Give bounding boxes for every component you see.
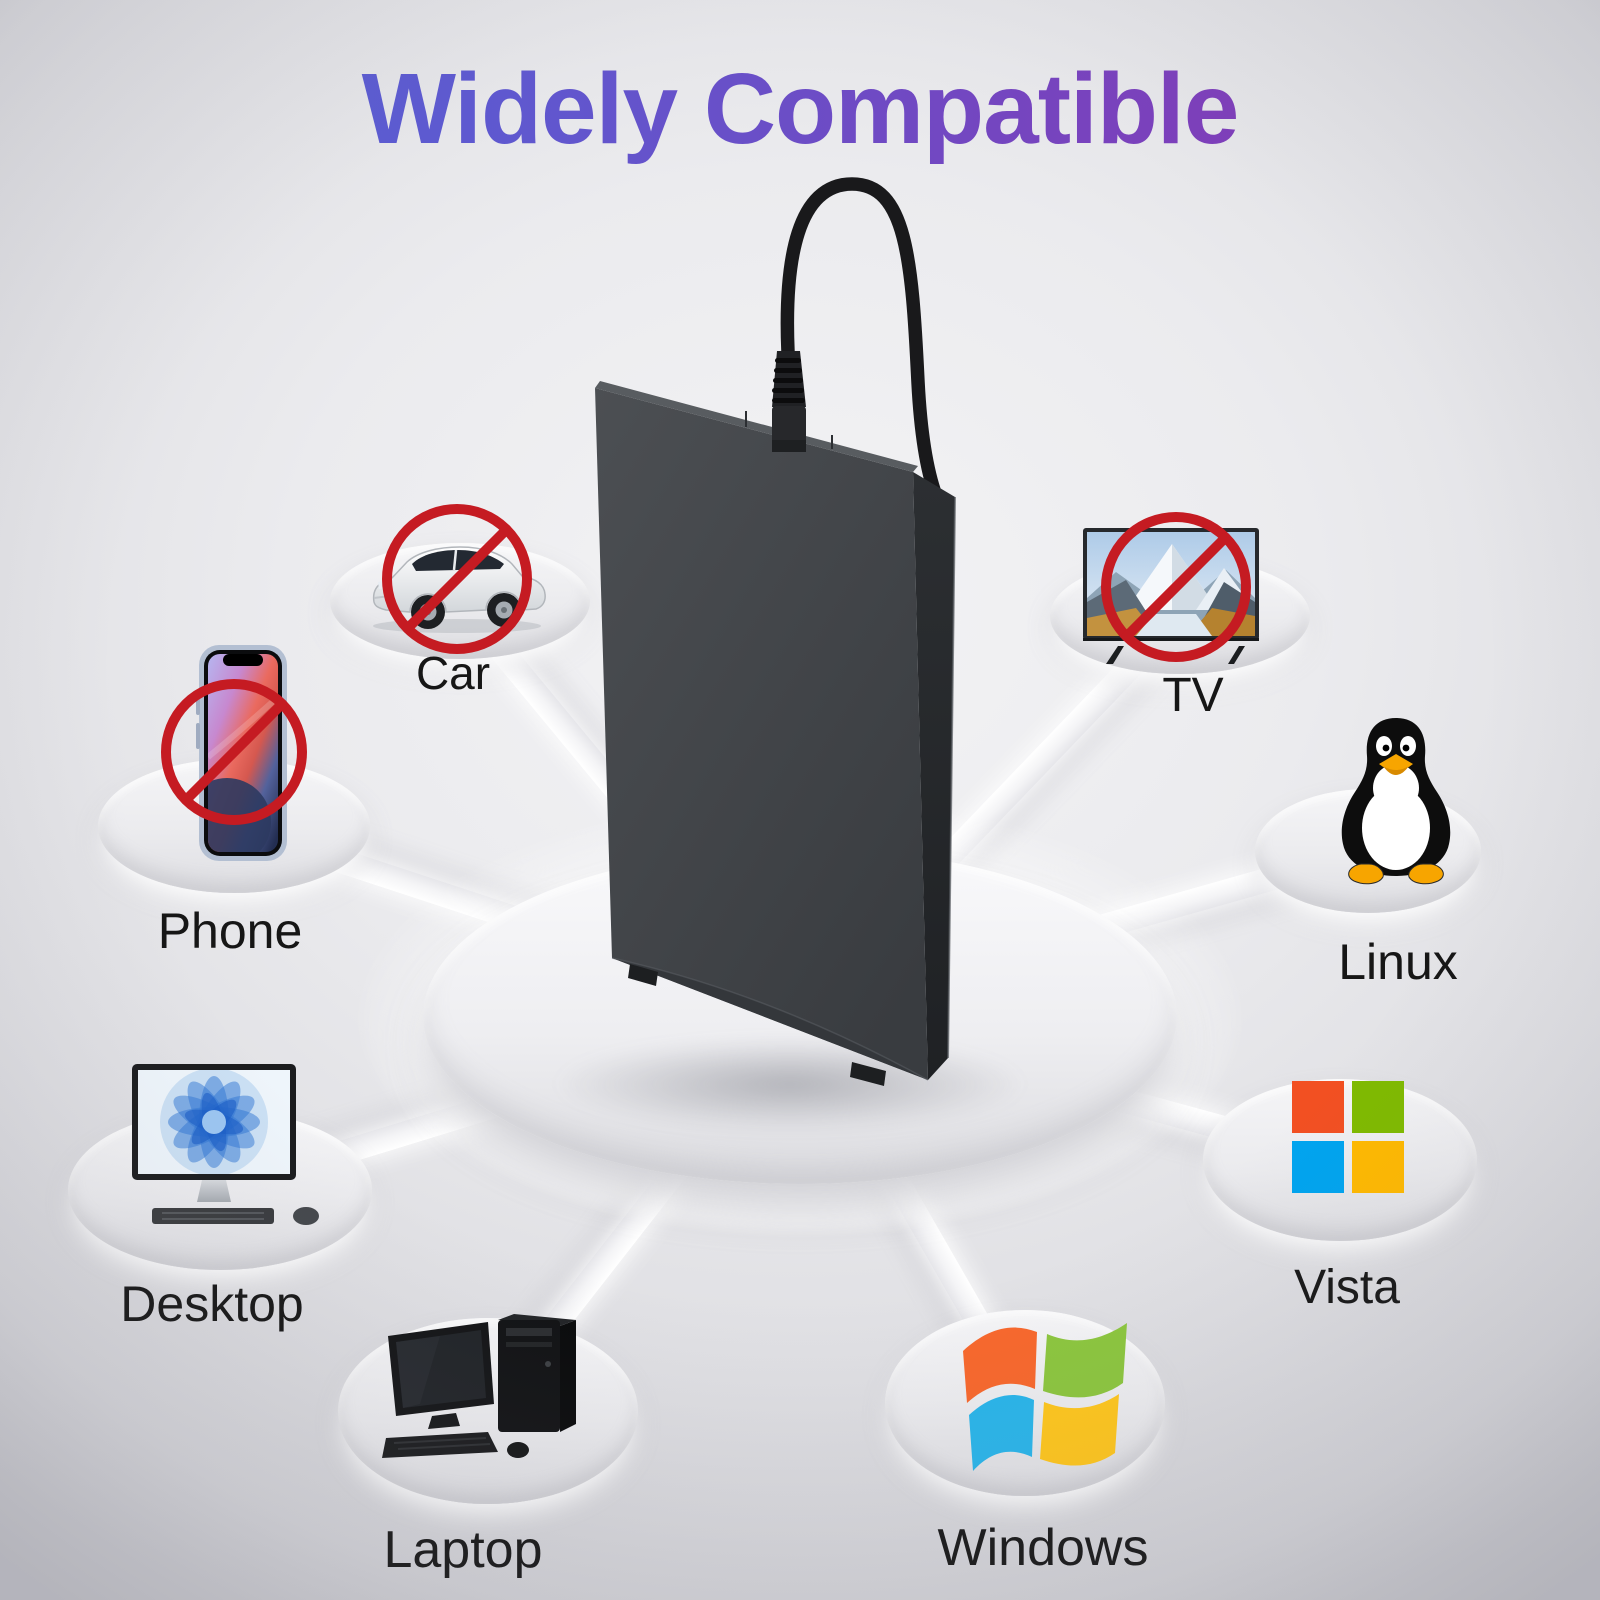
linux-tux-icon [1341, 718, 1451, 885]
windows-flag-icon [963, 1323, 1127, 1471]
tv-label: TV [1162, 669, 1224, 722]
flower-wallpaper [160, 1070, 268, 1174]
phone-label: Phone [157, 903, 303, 959]
usb-cable [780, 177, 943, 503]
tv-icon [1083, 512, 1259, 664]
desktop-pc-tower-icon [382, 1314, 576, 1458]
windows-label: Windows [937, 1519, 1149, 1577]
linux-label: Linux [1338, 934, 1458, 990]
no-sign-icon [161, 679, 307, 825]
no-sign-icon [382, 504, 532, 654]
page-title: Widely Compatible [0, 52, 1600, 167]
no-sign-icon [1101, 512, 1251, 662]
phone-icon [161, 645, 307, 861]
desktop-label: Desktop [120, 1276, 304, 1332]
desktop-computer-icon [132, 1064, 319, 1225]
car-label: Car [415, 647, 491, 699]
microsoft-logo-icon [1292, 1081, 1404, 1193]
floppy-drive-device [595, 177, 956, 1086]
vista-label: Vista [1294, 1261, 1400, 1314]
drive-body [595, 381, 956, 1086]
cable-plug [772, 351, 806, 452]
car-icon [372, 504, 546, 654]
laptop-label: Laptop [383, 1521, 543, 1579]
